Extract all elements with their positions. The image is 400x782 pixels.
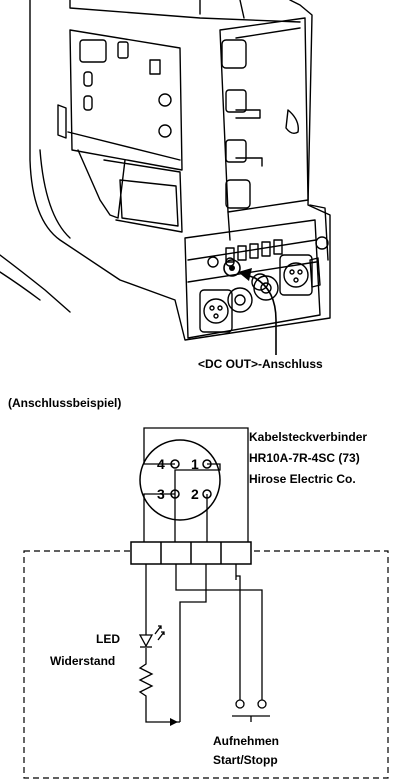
led-symbol	[138, 625, 165, 648]
connector-name-line2: HR10A-7R-4SC (73)	[249, 451, 360, 465]
connector-plug-symbol	[139, 439, 221, 521]
record-switch-symbol	[232, 699, 270, 722]
dc-out-label: <DC OUT>-Anschluss	[198, 357, 323, 371]
led-label: LED	[96, 632, 120, 646]
terminal-block	[130, 541, 252, 565]
connector-name-line1: Kabelsteckverbinder	[249, 430, 368, 444]
dc-out-connector	[223, 259, 241, 277]
resistor-symbol	[138, 658, 154, 700]
wires	[143, 427, 263, 723]
connector-name-line3: Hirose Electric Co.	[249, 472, 356, 486]
record-label-line1: Aufnehmen	[213, 734, 279, 748]
pin-3-label: 3	[157, 486, 165, 502]
record-label-line2: Start/Stopp	[213, 753, 278, 767]
pin-1-label: 1	[191, 456, 199, 472]
camera-illustration	[0, 0, 331, 341]
pin-4-label: 4	[157, 456, 165, 472]
example-heading: (Anschlussbeispiel)	[8, 396, 122, 410]
pin-2-label: 2	[191, 486, 199, 502]
pointer-arrow	[238, 268, 277, 355]
return-arrow	[170, 718, 178, 726]
resistor-label: Widerstand	[50, 654, 116, 668]
